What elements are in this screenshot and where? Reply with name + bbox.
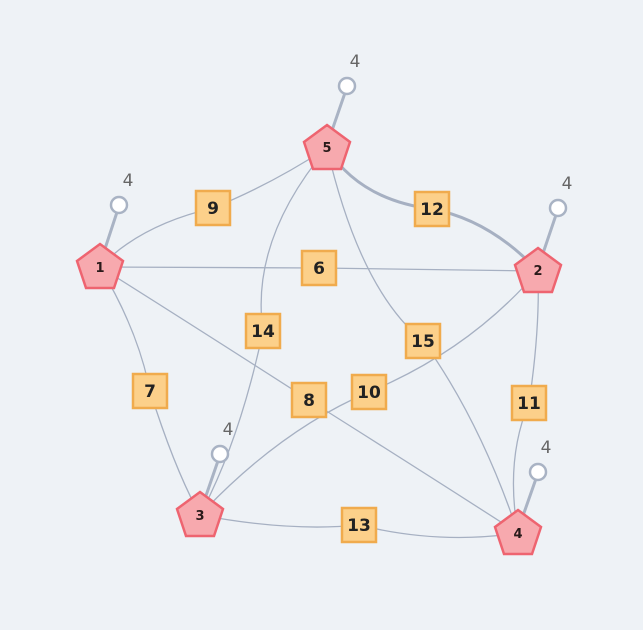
connector-label: 10 bbox=[357, 383, 381, 403]
connector-8[interactable]: 8 bbox=[290, 381, 328, 419]
node-label: 1 bbox=[95, 261, 104, 276]
connector-7[interactable]: 7 bbox=[131, 372, 169, 410]
connector-label: 13 bbox=[347, 516, 371, 536]
connector-box bbox=[404, 322, 442, 360]
node-4[interactable]: 4 bbox=[493, 508, 543, 556]
port-1[interactable] bbox=[109, 195, 129, 215]
node-5[interactable]: 5 bbox=[302, 123, 352, 171]
connector-box bbox=[244, 312, 282, 350]
edge-1-8 bbox=[99, 266, 310, 401]
edge-2-10 bbox=[368, 270, 539, 393]
edge-15-5 bbox=[326, 147, 424, 342]
pentagon-shape bbox=[513, 246, 563, 294]
ports bbox=[109, 76, 568, 482]
port-label-5: 4 bbox=[350, 52, 361, 72]
pentagon-nodes: 1 2 3 4 5 bbox=[75, 123, 563, 556]
connector-box bbox=[290, 381, 328, 419]
node-1[interactable]: 1 bbox=[75, 242, 125, 290]
connector-9[interactable]: 9 bbox=[194, 189, 232, 227]
port-5[interactable] bbox=[337, 76, 357, 96]
connector-nodes: 6 7 8 9 10 11 12 13 bbox=[131, 189, 548, 544]
connector-box bbox=[350, 373, 388, 411]
connector-box bbox=[300, 249, 338, 287]
port-2[interactable] bbox=[548, 198, 568, 218]
connector-11[interactable]: 11 bbox=[510, 384, 548, 422]
connector-box bbox=[340, 506, 378, 544]
connector-label: 6 bbox=[313, 259, 325, 279]
node-label: 2 bbox=[533, 264, 542, 279]
pentagon-shape bbox=[75, 242, 125, 290]
connector-14[interactable]: 14 bbox=[244, 312, 282, 350]
edges bbox=[99, 147, 540, 539]
edge-8-4 bbox=[308, 399, 519, 534]
connector-label: 11 bbox=[517, 394, 541, 414]
port-label-1: 4 bbox=[123, 171, 134, 191]
connector-label: 7 bbox=[144, 382, 156, 402]
connector-label: 14 bbox=[251, 322, 275, 342]
pentagon-shape bbox=[175, 490, 225, 538]
edge-6-2 bbox=[318, 267, 539, 272]
connector-label: 15 bbox=[411, 332, 435, 352]
port-labels: 4 4 4 4 4 bbox=[123, 52, 573, 458]
port-label-2: 4 bbox=[562, 174, 573, 194]
connector-label: 9 bbox=[207, 199, 219, 219]
node-3[interactable]: 3 bbox=[175, 490, 225, 538]
port-label-4: 4 bbox=[541, 438, 552, 458]
connector-box bbox=[510, 384, 548, 422]
connector-box bbox=[194, 189, 232, 227]
port-label-3: 4 bbox=[223, 420, 234, 440]
connector-box bbox=[413, 190, 451, 228]
pentagon-shape bbox=[302, 123, 352, 171]
edge-14-5 bbox=[260, 147, 328, 332]
connector-10[interactable]: 10 bbox=[350, 373, 388, 411]
connector-box bbox=[131, 372, 169, 410]
connector-label: 12 bbox=[420, 200, 444, 220]
edge-3-13 bbox=[199, 514, 360, 528]
connector-13[interactable]: 13 bbox=[340, 506, 378, 544]
port-3[interactable] bbox=[210, 444, 230, 464]
edge-1-6 bbox=[99, 266, 320, 269]
node-2[interactable]: 2 bbox=[513, 246, 563, 294]
node-label: 4 bbox=[513, 527, 522, 542]
edge-3-14 bbox=[199, 330, 264, 516]
connector-6[interactable]: 6 bbox=[300, 249, 338, 287]
connector-12[interactable]: 12 bbox=[413, 190, 451, 228]
connector-15[interactable]: 15 bbox=[404, 322, 442, 360]
edge-4-15 bbox=[422, 340, 519, 534]
connector-label: 8 bbox=[303, 391, 315, 411]
pentagon-shape bbox=[493, 508, 543, 556]
node-label: 5 bbox=[322, 141, 331, 156]
port-4[interactable] bbox=[528, 462, 548, 482]
edge-10-3 bbox=[199, 391, 370, 516]
node-label: 3 bbox=[195, 509, 204, 524]
